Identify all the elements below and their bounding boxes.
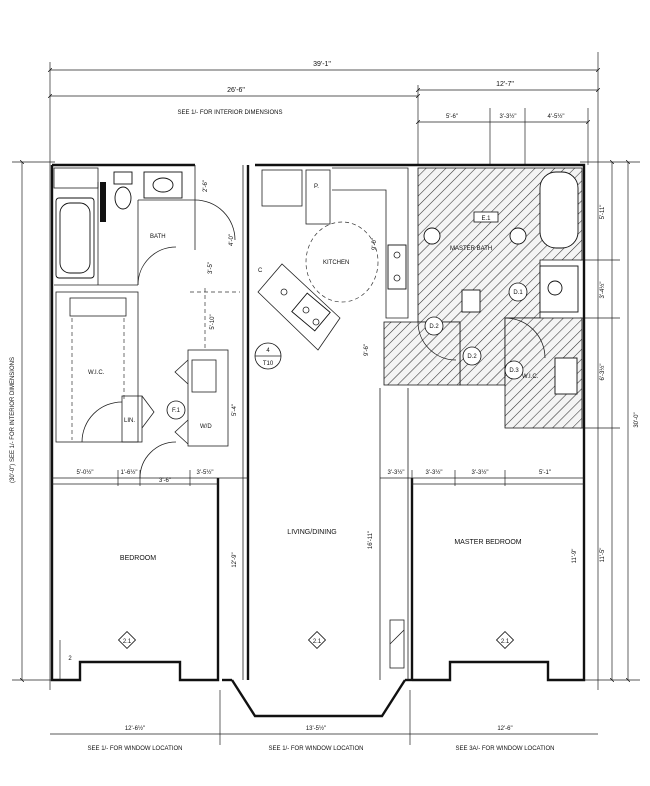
top-dimensions: 39'-1" 26'-6" 12'-7" SEE 1/- FOR INTERIO… <box>50 52 598 690</box>
bottom-dim-1: 12'-6½" <box>125 725 145 732</box>
left-vertical-note: (30'-0") SEE 1/- FOR INTERIOR DIMENSIONS <box>10 357 16 483</box>
tag-d3: D.3 <box>509 368 519 374</box>
mid-left-dim-2: 1'-6½" <box>121 469 138 476</box>
tag-d2: D.2 <box>429 324 439 330</box>
label-wd: W/D <box>200 424 212 430</box>
bottom-dim-3: 12'-6" <box>497 726 512 732</box>
room-label-bath: BATH <box>150 234 166 240</box>
tag-d1: D.1 <box>513 290 523 296</box>
room-label-wic: W.I.C. <box>88 370 105 376</box>
right-dimensions: 5'-11" 3'-4½" 6'-3½" 11'-5" 30'-0" <box>580 162 640 680</box>
left-dimensions: (30'-0") SEE 1/- FOR INTERIOR DIMENSIONS <box>10 162 55 680</box>
tag-4: 4 <box>266 348 270 354</box>
bedroom-room-tag: 2.1 <box>123 639 132 645</box>
room-label-master-wic: W.I.C. <box>522 374 539 380</box>
mid-right-dim-3: 3'-3½" <box>472 469 489 476</box>
right-width-label: 12'-7" <box>496 81 514 88</box>
right-unit-interior: MASTER BATH W.I.C. E.1 D.1 D.2 D.2 D.3 3… <box>380 167 584 650</box>
room-label-bedroom: BEDROOM <box>120 555 156 562</box>
room-label-master-bedroom: MASTER BEDROOM <box>454 539 521 546</box>
mid-left-dim-4: 3'-5½" <box>197 469 214 476</box>
bottom-note-2: SEE 1/- FOR WINDOW LOCATION <box>269 746 364 752</box>
tag-f1: F.1 <box>172 408 181 414</box>
bedroom-height-dim: 12'-9" <box>232 552 238 567</box>
mid-dim-b: 5'-4" <box>232 404 238 416</box>
kitchen-c-tag: C <box>258 268 263 274</box>
right-dim-1: 5'-11" <box>600 205 606 220</box>
room-label-linen: LIN. <box>124 418 135 424</box>
mid-right-dim-4: 5'-1" <box>539 470 551 476</box>
mid-right-dim-1: 3'-3½" <box>388 469 405 476</box>
master-room-tag: 2.1 <box>501 639 510 645</box>
right-dim-2: 3'-4½" <box>599 282 606 299</box>
mid-left-dim-1: 5'-0½" <box>77 469 94 476</box>
mid-dim-a: 5'-10" <box>210 314 216 329</box>
room-label-master-bath: MASTER BATH <box>450 246 492 252</box>
right-dim-3: 6'-3½" <box>599 364 606 381</box>
tag-t10: T10 <box>263 361 274 367</box>
tag-e1: E.1 <box>481 216 491 222</box>
left-width-label: 26'-6" <box>227 87 245 94</box>
room-label-living-dining: LIVING/DINING <box>287 529 336 536</box>
tag-d3-a: D.2 <box>467 354 477 360</box>
kitchen-living-interior: P. KITCHEN 9'-0" 4 T10 9'-6" C LIVING/DI… <box>254 167 409 669</box>
overall-width-label: 39'-1" <box>313 61 331 68</box>
bottom-dimensions: 12'-6½" 13'-5½" 12'-6" SEE 1/- FOR WINDO… <box>50 690 598 752</box>
bath-dim-a: 2'-6" <box>203 180 209 192</box>
bottom-note-1: SEE 1/- FOR WINDOW LOCATION <box>88 746 183 752</box>
kitchen-dim-a: 9'-0" <box>372 238 378 250</box>
mid-left-dim-3: 3'-6" <box>159 478 171 484</box>
bottom-dim-2: 13'-5½" <box>306 725 326 732</box>
top-interior-note: SEE 1/- FOR INTERIOR DIMENSIONS <box>177 110 282 116</box>
top-sub-dim-2: 3'-3½" <box>500 113 517 120</box>
master-height-dim: 11'-9" <box>572 549 578 564</box>
label-pantry: P. <box>314 184 319 190</box>
living-height-dim: 16'-11" <box>368 531 374 549</box>
room-label-kitchen: KITCHEN <box>323 260 349 266</box>
bath-dim-b: 4'-0" <box>229 234 235 246</box>
top-sub-dim-3: 4'-5½" <box>548 113 565 120</box>
top-sub-dim-1: 5'-6" <box>446 114 458 120</box>
mid-right-dim-2: 3'-3½" <box>426 469 443 476</box>
exterior-walls <box>50 163 586 718</box>
left-unit-interior: BATH 2'-6" 4'-0" 3'-5" W.I.C. LIN. W/D 5… <box>52 165 248 680</box>
kitchen-dim-b: 9'-6" <box>364 344 370 356</box>
living-room-tag: 2.1 <box>313 639 322 645</box>
bottom-note-3: SEE 3A/- FOR WINDOW LOCATION <box>456 746 555 752</box>
bath-dim-c: 3'-5" <box>208 262 214 274</box>
right-dim-4: 11'-5" <box>600 548 606 563</box>
right-total-dim: 30'-0" <box>634 412 640 427</box>
left-small-tag: 2 <box>68 656 72 662</box>
